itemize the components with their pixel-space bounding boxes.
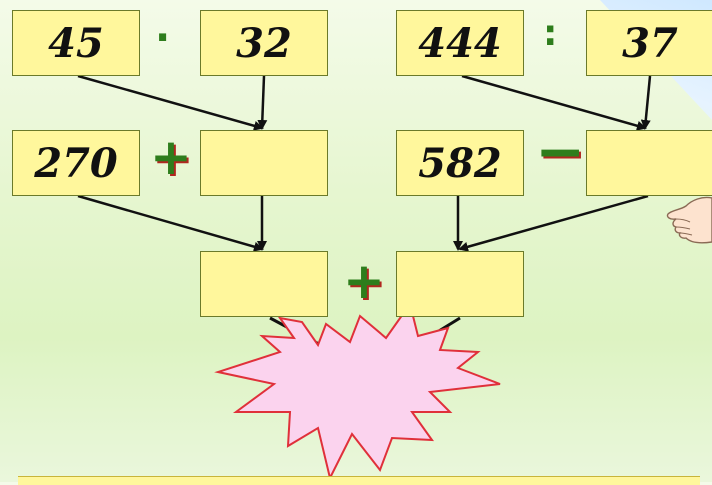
arrow-r2d-to-box xyxy=(458,194,649,252)
box-row2-third: 582 xyxy=(396,130,524,196)
arrow-32-to-box xyxy=(257,75,268,130)
plus-operator-left: + xyxy=(150,128,192,186)
minus-operator-right: − xyxy=(535,117,586,187)
box-row1-fourth: 37 xyxy=(586,10,712,76)
divide-operator: : xyxy=(543,13,558,54)
box-row2-first: 270 xyxy=(12,130,140,196)
box-row1-second: 32 xyxy=(200,10,328,76)
answer-box-row2-second[interactable] xyxy=(200,130,328,196)
box-row1-third: 444 xyxy=(396,10,524,76)
answer-box-row3-left[interactable] xyxy=(200,251,328,317)
answer-strip xyxy=(18,476,700,485)
box-row1-first: 45 xyxy=(12,10,140,76)
plus-operator-bottom: + xyxy=(343,252,385,310)
arrow-270-to-box xyxy=(77,194,264,252)
arrow-37-to-box xyxy=(640,75,652,130)
answer-box-row2-fourth[interactable] xyxy=(586,130,712,196)
arrow-444-to-box xyxy=(461,74,647,131)
pointing-hand-icon xyxy=(666,196,712,244)
multiply-operator: · xyxy=(155,15,171,61)
answer-box-row3-right[interactable] xyxy=(396,251,524,317)
starburst-icon xyxy=(214,301,501,481)
arrow-45-to-box xyxy=(77,74,264,131)
